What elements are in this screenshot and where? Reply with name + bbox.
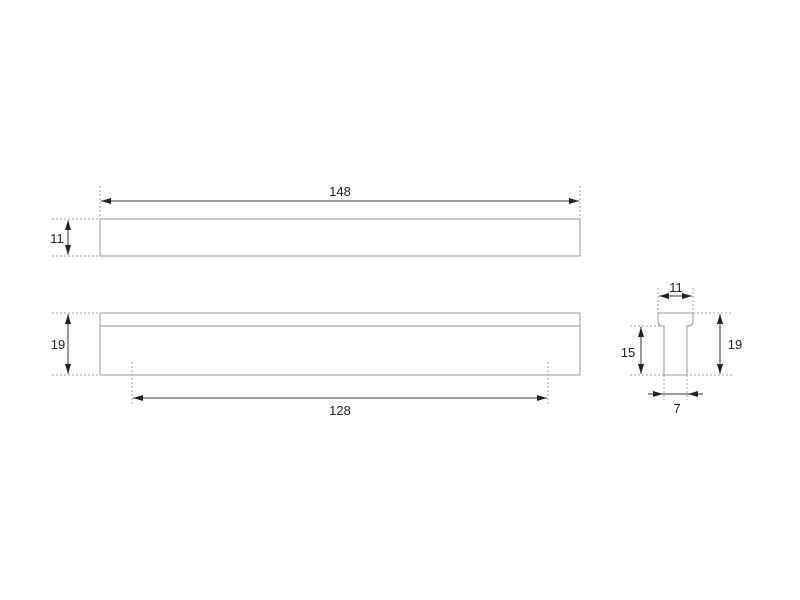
dimension-label-height: 19 xyxy=(51,337,65,352)
side-view: 19 128 xyxy=(51,312,581,418)
handle-top-outline xyxy=(99,218,581,257)
dimension-label-stem-height: 15 xyxy=(621,345,635,360)
dimension-label-stem-width: 7 xyxy=(673,401,680,416)
dimension-label-length: 148 xyxy=(329,184,351,199)
handle-side-outline xyxy=(99,312,581,376)
dimension-label-head-width: 11 xyxy=(669,280,683,295)
handle-profile-outline xyxy=(657,312,694,376)
dimension-label-height: 11 xyxy=(50,231,64,246)
profile-view: 11 19 15 7 xyxy=(621,280,742,416)
dimension-label-total-height: 19 xyxy=(728,337,742,352)
dimension-label-hole-spacing: 128 xyxy=(329,403,351,418)
top-view: 148 11 xyxy=(50,184,581,257)
